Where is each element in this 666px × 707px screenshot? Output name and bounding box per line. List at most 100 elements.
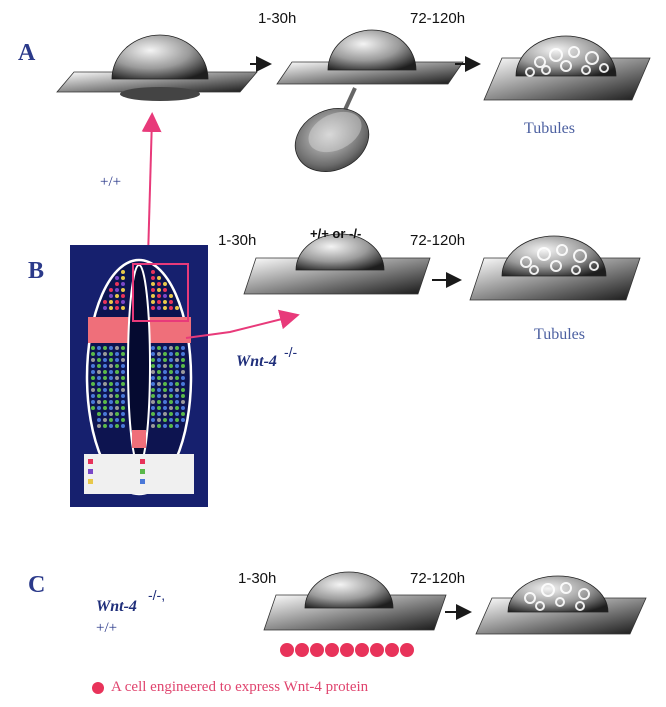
pink-arrow-to-panel-a <box>148 118 152 258</box>
schematic-cell-dot <box>169 370 173 374</box>
schematic-cell-dot <box>109 376 113 380</box>
schematic-cell-dot <box>121 306 125 310</box>
schematic-cell-dot <box>151 412 155 416</box>
schematic-cell-dot <box>163 352 167 356</box>
schematic-cell-dot <box>97 364 101 368</box>
schematic-cell-dot <box>163 394 167 398</box>
schematic-cell-dot <box>109 406 113 410</box>
schematic-cell-dot <box>91 370 95 374</box>
feeder-cell <box>370 643 384 657</box>
schematic-cell-dot <box>163 370 167 374</box>
schematic-cell-dot <box>157 282 161 286</box>
schematic-cell-dot <box>169 424 173 428</box>
schematic-cell-dot <box>115 364 119 368</box>
panel-a-explant-1 <box>57 35 257 101</box>
schematic-cell-dot <box>151 300 155 304</box>
schematic-cell-dot <box>175 394 179 398</box>
panel-c-time-end: 72-120h <box>410 570 465 587</box>
schematic-cell-dot <box>103 394 107 398</box>
schematic-cell-dot <box>91 382 95 386</box>
panel-a-explant-2 <box>277 30 463 183</box>
schematic-cell-dot <box>97 370 101 374</box>
schematic-cell-dot <box>151 282 155 286</box>
schematic-cell-dot <box>151 276 155 280</box>
schematic-cell-dot <box>109 346 113 350</box>
schematic-cell-dot <box>97 424 101 428</box>
schematic-cell-dot <box>115 306 119 310</box>
schematic-cell-dot <box>103 418 107 422</box>
panel-a-letter: A <box>18 40 35 67</box>
schematic-cell-dot <box>115 412 119 416</box>
schematic-cell-dot <box>121 418 125 422</box>
schematic-cell-dot <box>163 288 167 292</box>
schematic-cell-dot <box>181 418 185 422</box>
schematic-cell-dot <box>121 376 125 380</box>
schematic-cell-dot <box>91 388 95 392</box>
schematic-cell-dot <box>97 382 101 386</box>
schematic-cell-dot <box>121 300 125 304</box>
schematic-cell-dot <box>109 294 113 298</box>
schematic-cell-dot <box>121 388 125 392</box>
schematic-cell-dot <box>157 364 161 368</box>
schematic-cell-dot <box>97 406 101 410</box>
schematic-cell-dot <box>157 388 161 392</box>
schematic-cell-dot <box>97 376 101 380</box>
schematic-cell-dot <box>169 382 173 386</box>
schematic-cell-dot <box>181 388 185 392</box>
panel-a-result: Tubules <box>524 120 575 138</box>
schematic-cell-dot <box>157 412 161 416</box>
schematic-cell-dot <box>175 306 179 310</box>
panel-a-genotype: +/+ <box>100 174 121 191</box>
schematic-cell-dot <box>175 376 179 380</box>
schematic-cell-dot <box>97 418 101 422</box>
schematic-cell-dot <box>181 358 185 362</box>
schematic-cell-dot <box>115 294 119 298</box>
schematic-cell-dot <box>175 364 179 368</box>
schematic-cell-dot <box>163 388 167 392</box>
schematic-cell-dot <box>103 364 107 368</box>
schematic-cell-dot <box>109 388 113 392</box>
schematic-cell-dot <box>121 394 125 398</box>
schematic-cell-dot <box>103 412 107 416</box>
schematic-cell-dot <box>121 270 125 274</box>
schematic-cell-dot <box>181 400 185 404</box>
schematic-cell-dot <box>169 394 173 398</box>
schematic-cell-dot <box>103 424 107 428</box>
schematic-cell-dot <box>121 352 125 356</box>
panel-b-letter: B <box>28 258 44 285</box>
schematic-cell-dot <box>175 388 179 392</box>
schematic-cell-dot <box>169 418 173 422</box>
schematic-cell-dot <box>157 424 161 428</box>
feeder-cell <box>295 643 309 657</box>
schematic-cell-dot <box>151 382 155 386</box>
schematic-cell-dot <box>151 418 155 422</box>
schematic-cell-dot <box>91 358 95 362</box>
schematic-cell-dot <box>109 394 113 398</box>
panel-b-mutant-superscript: -/- <box>284 344 297 360</box>
schematic-cell-dot <box>115 282 119 286</box>
schematic-cell-dot <box>109 306 113 310</box>
panel-c-letter: C <box>28 572 45 599</box>
schematic-cell-dot <box>151 388 155 392</box>
schematic-cell-dot <box>157 406 161 410</box>
panel-a-time-start: 1-30h <box>258 10 296 27</box>
schematic-cell-dot <box>115 300 119 304</box>
schematic-cell-dot <box>175 412 179 416</box>
schematic-cell-dot <box>115 376 119 380</box>
schematic-cell-dot <box>163 358 167 362</box>
schematic-cell-dot <box>97 394 101 398</box>
schematic-cell-dot <box>115 358 119 362</box>
schematic-cell-dot <box>115 394 119 398</box>
schematic-cell-dot <box>109 288 113 292</box>
schematic-cell-dot <box>121 382 125 386</box>
schematic-cell-dot <box>115 370 119 374</box>
schematic-cell-dot <box>175 382 179 386</box>
panel-b-result: Tubules <box>534 326 585 344</box>
schematic-cell-dot <box>157 294 161 298</box>
schematic-cell-dot <box>109 382 113 386</box>
schematic-cell-dot <box>109 418 113 422</box>
schematic-cell-dot <box>175 400 179 404</box>
panel-c-tubules-explant <box>476 576 646 634</box>
schematic-cell-dot <box>157 418 161 422</box>
schematic-cell-dot <box>157 352 161 356</box>
